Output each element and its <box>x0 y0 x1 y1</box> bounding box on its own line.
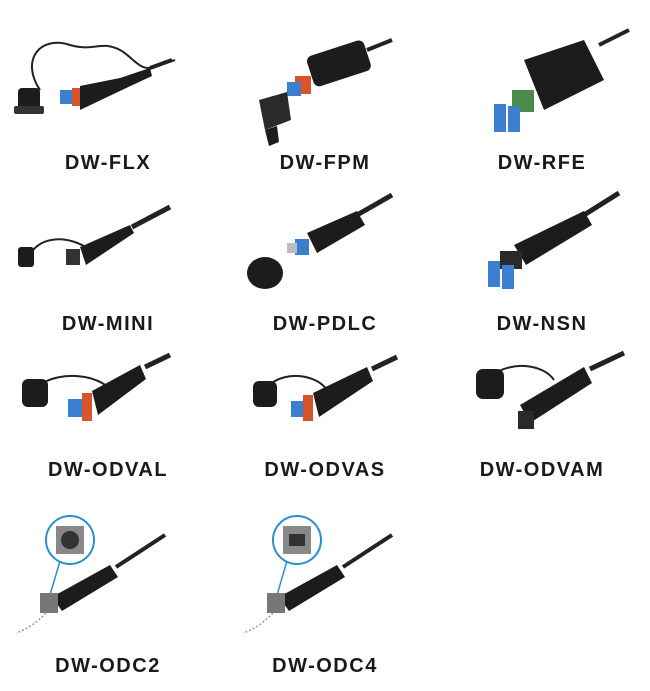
connector-fpm-icon <box>217 20 433 150</box>
product-label: DW-ODC4 <box>272 655 378 677</box>
product-label: DW-FLX <box>64 152 152 174</box>
product-label: DW-ODVAL <box>47 459 169 481</box>
connector-nsn-icon <box>434 185 650 315</box>
connector-flx-icon <box>0 20 216 150</box>
connector-mini-icon <box>0 185 216 315</box>
product-label: DW-RFE <box>497 152 587 174</box>
product-label: DW-ODVAM <box>479 459 605 481</box>
connector-rfe-icon <box>434 20 650 150</box>
product-label: DW-FPM <box>279 152 371 174</box>
connector-pdlc-icon <box>217 185 433 315</box>
product-label: DW-ODC2 <box>55 655 161 677</box>
connector-odc2-icon <box>0 505 216 635</box>
connector-odvas-icon <box>217 345 433 475</box>
connector-odc4-icon <box>217 505 433 635</box>
product-label: DW-MINI <box>61 313 155 335</box>
connector-odvam-icon <box>434 345 650 475</box>
connector-odval-icon <box>0 345 216 475</box>
product-label: DW-NSN <box>496 313 588 335</box>
product-label: DW-ODVAS <box>264 459 386 481</box>
product-label: DW-PDLC <box>272 313 378 335</box>
